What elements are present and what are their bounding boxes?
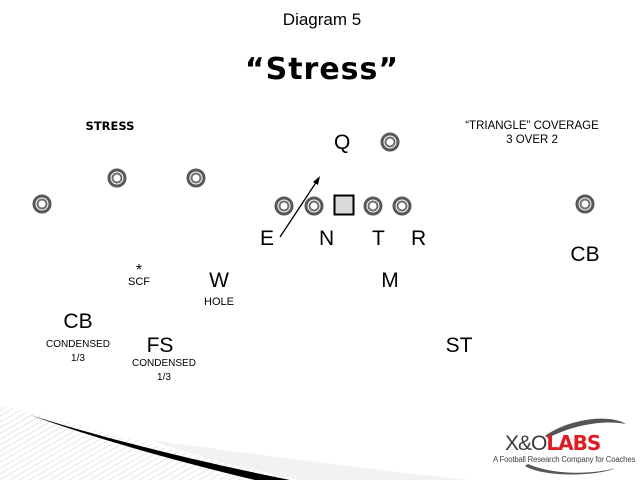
logo-swoosh-bottom bbox=[525, 464, 615, 475]
defense-label-fs: FS bbox=[146, 334, 174, 357]
diagram-title: “Stress” bbox=[244, 52, 400, 87]
offense-player-right-guard bbox=[363, 196, 383, 216]
offense-player-slot-1 bbox=[107, 168, 127, 188]
defense-label-e: E bbox=[260, 227, 275, 250]
offense-player-back bbox=[380, 132, 400, 152]
logo-swoosh-top bbox=[545, 418, 626, 438]
defense-label-cb-right: CB bbox=[570, 243, 600, 266]
cb-left-assignment-line1: CONDENSED bbox=[46, 339, 110, 350]
offense-player-left-guard bbox=[304, 196, 324, 216]
fs-assignment: CONDENSED 1/3 bbox=[132, 357, 196, 385]
defense-label-w: W bbox=[209, 269, 229, 292]
footer-hatch bbox=[0, 405, 290, 480]
stunt-arrow-line bbox=[279, 180, 318, 238]
logo-xo-text: X&O bbox=[505, 432, 547, 455]
coverage-label-line2: 3 OVER 2 bbox=[506, 134, 558, 146]
defense-label-cb-left: CB bbox=[63, 310, 93, 333]
offense-player-right-receiver bbox=[575, 194, 595, 214]
quarterback-label: Q bbox=[334, 131, 351, 154]
offense-player-slot-2 bbox=[186, 168, 206, 188]
defense-label-m: M bbox=[381, 269, 399, 292]
defense-label-r: R bbox=[411, 227, 427, 250]
offense-player-right-tackle bbox=[392, 196, 412, 216]
offense-center-square bbox=[333, 194, 355, 216]
fs-assignment-line1: CONDENSED bbox=[132, 358, 196, 369]
diagram-subtitle: Diagram 5 bbox=[282, 10, 362, 29]
defense-label-st: ST bbox=[445, 334, 473, 357]
fs-assignment-line2: 1/3 bbox=[157, 372, 171, 383]
defense-label-n: N bbox=[319, 227, 335, 250]
xo-labs-logo: X&OLABS A Football Research Company for … bbox=[491, 418, 637, 476]
stunt-arrowhead-icon bbox=[313, 176, 320, 185]
coverage-label-line1: “TRIANGLE” COVERAGE bbox=[465, 120, 599, 132]
offense-player-left-receiver bbox=[32, 194, 52, 214]
logo-tagline: A Football Research Company for Coaches bbox=[493, 455, 636, 464]
cb-left-assignment: CONDENSED 1/3 bbox=[46, 338, 110, 366]
footer-swoosh-light bbox=[150, 440, 470, 480]
cb-left-assignment-line2: 1/3 bbox=[71, 353, 85, 364]
defense-label-t: T bbox=[372, 227, 385, 250]
offense-player-tight-end bbox=[274, 196, 294, 216]
coverage-label: “TRIANGLE” COVERAGE 3 OVER 2 bbox=[465, 119, 599, 147]
w-assignment: HOLE bbox=[204, 296, 234, 308]
logo-labs-text: LABS bbox=[546, 431, 601, 455]
scf-star-icon: * bbox=[135, 262, 143, 279]
logo-wordmark: X&OLABS bbox=[505, 431, 601, 456]
stress-label: STRESS bbox=[85, 119, 135, 133]
scf-label: SCF bbox=[128, 276, 150, 288]
